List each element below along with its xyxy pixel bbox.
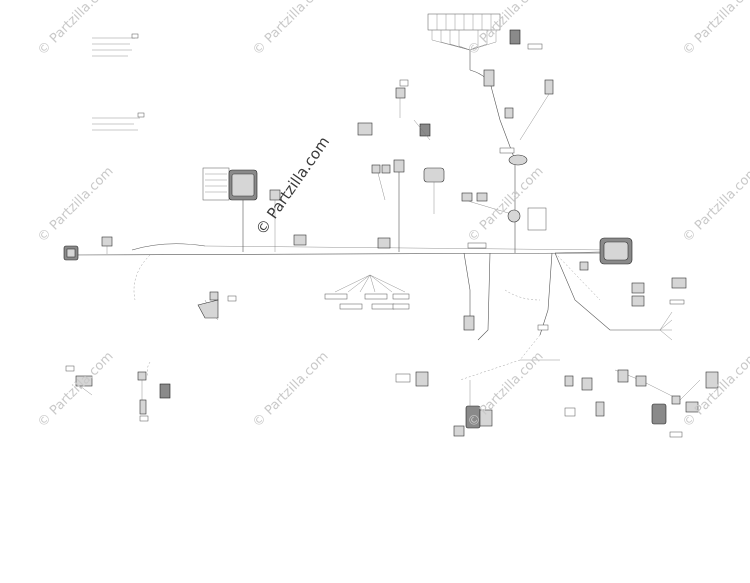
- connector-center-b: [413, 119, 431, 141]
- dashed-route-right: [504, 289, 541, 301]
- connector-center-f: [377, 237, 391, 249]
- connector-left-2: [101, 236, 113, 254]
- connector-small-b: [293, 234, 307, 246]
- connector-left-end: [63, 245, 79, 261]
- connector-small-a: [269, 189, 281, 252]
- main-trunk: [67, 243, 613, 256]
- branch-down-center: [459, 252, 560, 381]
- ecm-module: [202, 167, 258, 252]
- legend-mid-left: [92, 112, 145, 131]
- bottom-right-cluster: [614, 369, 719, 438]
- bottom-center-cluster: [395, 371, 605, 437]
- connector-right-large: [554, 237, 633, 265]
- legend-top-left: [92, 33, 139, 57]
- left-lower-cluster: [65, 291, 237, 422]
- right-top-branch: [461, 69, 554, 253]
- center-fanout: [324, 274, 410, 310]
- connector-center-d: [371, 164, 391, 201]
- connector-center-e: [423, 167, 445, 214]
- connector-center-a: [395, 79, 409, 118]
- connector-center-c: [393, 159, 405, 252]
- right-branch: [554, 252, 687, 341]
- dashed-route-left: [133, 254, 151, 301]
- fuse-block-top: [427, 13, 543, 70]
- connector-center-relay: [357, 122, 373, 136]
